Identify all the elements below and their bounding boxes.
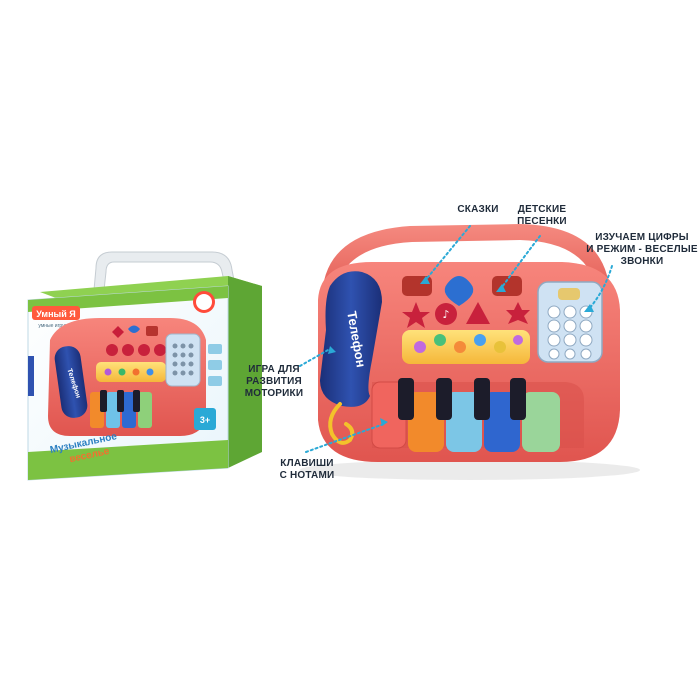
light-button[interactable] xyxy=(414,341,426,353)
black-key[interactable] xyxy=(474,378,490,420)
keypad-key[interactable] xyxy=(563,319,577,333)
box-brand: Умный Я xyxy=(36,309,75,319)
callout-pesenki: ДЕТСКИЕ ПЕСЕНКИ xyxy=(517,204,567,227)
keypad-key[interactable] xyxy=(580,348,592,360)
phone-handset[interactable]: Телефон xyxy=(320,271,382,445)
piano-key-orange[interactable] xyxy=(408,392,444,452)
callout-motorika: ИГРА ДЛЯ РАЗВИТИЯ МОТОРИКИ xyxy=(244,364,304,399)
light-button[interactable] xyxy=(454,341,466,353)
phone-cord xyxy=(328,402,355,445)
toy-handle xyxy=(322,224,610,300)
line-skazki xyxy=(423,225,471,283)
light-button[interactable] xyxy=(513,335,523,345)
callout-skazki: СКАЗКИ xyxy=(457,204,499,215)
piano-keys xyxy=(371,378,560,452)
line-pesenki xyxy=(499,235,541,291)
box-handle xyxy=(93,251,237,291)
product-box: Умный Я умные игрушки Телефон xyxy=(27,251,262,481)
note-button-1[interactable] xyxy=(435,303,457,325)
black-key[interactable] xyxy=(398,378,414,420)
black-key[interactable] xyxy=(436,378,452,420)
shape-buttons xyxy=(402,302,530,328)
flower-button[interactable] xyxy=(506,302,530,324)
piano-key-green[interactable] xyxy=(522,392,560,452)
keypad-key[interactable] xyxy=(548,348,560,360)
box-brand-tagline: умные игрушки xyxy=(38,323,73,329)
triangle-button[interactable] xyxy=(466,302,490,324)
keypad-key[interactable] xyxy=(563,333,577,347)
keypad-key[interactable] xyxy=(579,333,593,347)
line-klavishi xyxy=(305,423,385,453)
keypad-key[interactable] xyxy=(547,333,561,347)
star-button[interactable] xyxy=(402,302,430,328)
light-button[interactable] xyxy=(474,334,486,346)
box-age-badge: 3+ xyxy=(200,415,210,425)
heart-button[interactable] xyxy=(444,276,474,306)
light-button[interactable] xyxy=(494,341,506,353)
light-buttons xyxy=(414,334,523,353)
svg-text:♪: ♪ xyxy=(442,308,449,321)
toy-piano-phone: ♪ xyxy=(300,224,640,480)
piano-key-light-blue[interactable] xyxy=(446,392,482,452)
keypad-key[interactable] xyxy=(579,319,593,333)
keypad-key[interactable] xyxy=(547,319,561,333)
keypad-key[interactable] xyxy=(563,305,577,319)
callout-klavishi: КЛАВИШИ С НОТАМИ xyxy=(279,458,335,481)
light-button[interactable] xyxy=(434,334,446,346)
line-motorika xyxy=(299,349,329,367)
black-key[interactable] xyxy=(510,378,526,420)
keypad-key[interactable] xyxy=(564,348,576,360)
callout-cifry: ИЗУЧАЕМ ЦИФРЫ И РЕЖИМ - ВЕСЕЛЫЕ ЗВОНКИ xyxy=(586,232,698,267)
keypad-key[interactable] xyxy=(547,305,561,319)
